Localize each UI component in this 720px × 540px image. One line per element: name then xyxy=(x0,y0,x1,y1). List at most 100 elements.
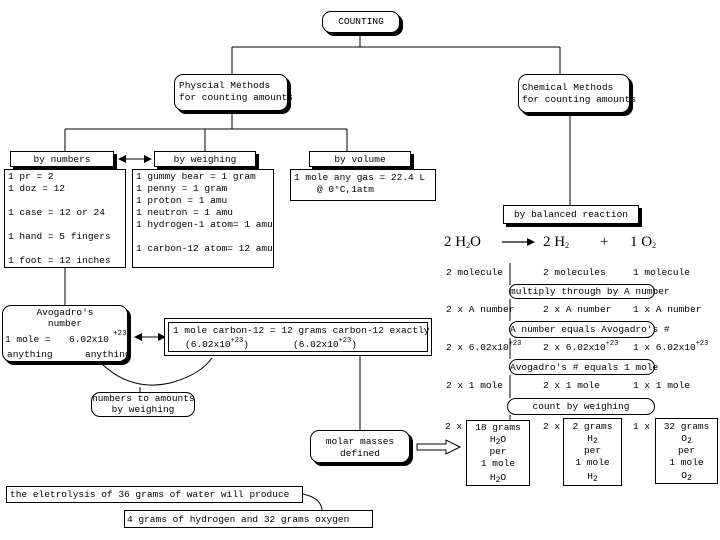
avogadro-equals-label: Avogadro's # equals 1 mole xyxy=(510,362,659,373)
list-item: 1 penny = 1 gram xyxy=(136,183,228,194)
carbon-12-inner-border xyxy=(168,322,428,352)
list-item: 1 hydrogen-1 atom= 1 amu xyxy=(136,219,273,230)
mass-prefix-water: 2 x xyxy=(445,421,463,432)
physical-methods-line1: Physcial Methods xyxy=(179,80,271,91)
count-by-weighing-box: count by weighing xyxy=(507,398,655,415)
list-item: 1 foot = 12 inches xyxy=(8,255,111,266)
carbon-12-value-right: (6.02x10+23) xyxy=(293,337,357,351)
avogadro-number-box: Avogadro's number 1 mole = 6.02x10 +23 a… xyxy=(2,305,131,362)
multiply-box: multiply through by A number xyxy=(509,284,670,299)
mass-per: per xyxy=(583,445,602,456)
count-by-weighing-label: count by weighing xyxy=(532,401,630,412)
row-anumber-right: 1 x A number xyxy=(633,304,702,315)
mass-grams: 32 grams xyxy=(663,421,710,432)
mass-formula: H2O xyxy=(489,434,507,447)
molar-masses-line2: defined xyxy=(340,448,380,459)
mass-box-oxygen: 32 grams O2 per 1 mole O2 xyxy=(655,418,718,484)
list-item: 1 carbon-12 atom= 12 amu xyxy=(136,243,273,254)
electrolysis-line2-box: 4 grams of hydrogen and 32 grams oxygen xyxy=(124,510,373,528)
mass-formula-bottom: H2O xyxy=(489,472,507,485)
row-mole-right: 1 x 1 mole xyxy=(633,380,691,391)
avogadro-mole-label: 1 mole = xyxy=(5,334,51,345)
a-number-equals-label: A number equals Avogadro's # xyxy=(510,324,670,335)
mass-formula-bottom: O2 xyxy=(681,470,692,483)
row-molecules-left: 2 molecule xyxy=(446,267,504,278)
by-weighing-list: 1 gummy bear = 1 gram 1 penny = 1 gram 1… xyxy=(132,169,274,268)
electrolysis-line2: 4 grams of hydrogen and 32 grams oxygen xyxy=(127,514,350,525)
by-numbers-label: by numbers xyxy=(33,154,91,165)
mass-box-water: 18 grams H2O per 1 mole H2O xyxy=(466,420,530,486)
mass-grams: 2 grams xyxy=(572,421,613,432)
avogadro-left-word: anything xyxy=(7,349,53,360)
by-numbers-header: by numbers xyxy=(10,151,114,167)
carbon-12-box: 1 mole carbon-12 = 12 grams carbon-12 ex… xyxy=(164,318,432,356)
row-molecules-right: 1 molecule xyxy=(633,267,691,278)
list-item: 1 gummy bear = 1 gram xyxy=(136,171,256,182)
balanced-reaction-label: by balanced reaction xyxy=(513,209,629,220)
mass-formula: O2 xyxy=(681,433,692,446)
by-volume-label: by volume xyxy=(334,154,386,165)
chemical-methods-box: Chemical Methods for counting amounts xyxy=(518,74,636,113)
mass-box-hydrogen: 2 grams H2 per 1 mole H2 xyxy=(563,418,622,486)
list-item: 1 neutron = 1 amu xyxy=(136,207,233,218)
numbers-to-amounts-box: numbers to amounts by weighing xyxy=(91,392,195,417)
molar-masses-box: molar masses defined xyxy=(310,430,410,463)
mass-prefix-oxygen: 1 x xyxy=(633,421,651,432)
list-item: 1 case = 12 or 24 xyxy=(8,207,105,218)
mass-prefix-hydrogen: 2 x xyxy=(543,421,561,432)
row-mole-middle: 2 x 1 mole xyxy=(543,380,601,391)
numbers-to-amounts-line2: by weighing xyxy=(111,404,175,415)
carbon-12-line1: 1 mole carbon-12 = 12 grams carbon-12 ex… xyxy=(173,325,430,336)
row-molecules-middle: 2 molecules xyxy=(543,267,606,278)
avogadro-equals-box: Avogadro's # equals 1 mole xyxy=(509,359,659,375)
a-number-equals-box: A number equals Avogadro's # xyxy=(509,321,670,338)
numbers-to-amounts-line1: numbers to amounts xyxy=(92,393,195,404)
multiply-label: multiply through by A number xyxy=(510,286,670,297)
chemical-methods-line2: for counting amounts xyxy=(522,94,637,105)
list-item: 1 hand = 5 fingers xyxy=(8,231,111,242)
physical-methods-box: Physcial Methods for counting amounts xyxy=(174,74,293,111)
avogadro-line2: number xyxy=(47,318,83,329)
equation-reactant: 2 H2O xyxy=(444,234,481,250)
avogadro-value: 6.02x10 xyxy=(69,334,109,345)
row-avogadro-left: 2 x 6.02x10+23 xyxy=(446,340,522,354)
molar-masses-line1: molar masses xyxy=(325,436,395,447)
mass-formula-bottom: H2 xyxy=(587,471,598,484)
row-avogadro-right: 1 x 6.02x10+23 xyxy=(633,340,709,354)
by-weighing-label: by weighing xyxy=(173,154,237,165)
chemical-methods-line1: Chemical Methods xyxy=(522,82,614,93)
row-anumber-left: 2 x A number xyxy=(446,304,515,315)
carbon-12-value-left: (6.02x10+23) xyxy=(185,337,249,351)
mass-per: per xyxy=(677,445,696,456)
electrolysis-line1: the eletrolysis of 36 grams of water wil… xyxy=(10,489,290,500)
by-volume-line2: @ 0°C,1atm xyxy=(317,184,375,195)
list-item: 1 pr = 2 xyxy=(8,171,54,182)
by-volume-line1: 1 mole any gas = 22.4 L xyxy=(294,172,426,183)
equation-product-h2: 2 H2 xyxy=(543,234,570,250)
list-item: 1 proton = 1 amu xyxy=(136,195,228,206)
equation-product-o2: 1 O2 xyxy=(630,234,657,250)
mass-grams: 18 grams xyxy=(475,422,521,433)
mass-mole: 1 mole xyxy=(575,457,610,468)
mass-mole: 1 mole xyxy=(480,458,516,469)
avogadro-exponent: +23 xyxy=(113,330,127,338)
balanced-reaction-box: by balanced reaction xyxy=(503,205,639,224)
by-numbers-list: 1 pr = 2 1 doz = 12 1 case = 12 or 24 1 … xyxy=(4,169,126,268)
mass-per: per xyxy=(489,446,507,457)
counting-title: COUNTING xyxy=(338,16,384,27)
physical-methods-line2: for counting amounts xyxy=(179,92,294,103)
by-weighing-header: by weighing xyxy=(154,151,256,167)
counting-title-box: COUNTING xyxy=(322,11,400,33)
avogadro-line1: Avogadro's xyxy=(36,307,94,318)
mass-formula: H2 xyxy=(587,433,598,446)
list-item: 1 doz = 12 xyxy=(8,183,66,194)
by-volume-box: 1 mole any gas = 22.4 L @ 0°C,1atm xyxy=(290,169,436,201)
equation-plus: + xyxy=(600,234,609,250)
row-mole-left: 2 x 1 mole xyxy=(446,380,504,391)
row-anumber-middle: 2 x A number xyxy=(543,304,612,315)
mass-mole: 1 mole xyxy=(669,457,704,468)
electrolysis-line1-box: the eletrolysis of 36 grams of water wil… xyxy=(6,486,303,503)
by-volume-header: by volume xyxy=(309,151,411,167)
